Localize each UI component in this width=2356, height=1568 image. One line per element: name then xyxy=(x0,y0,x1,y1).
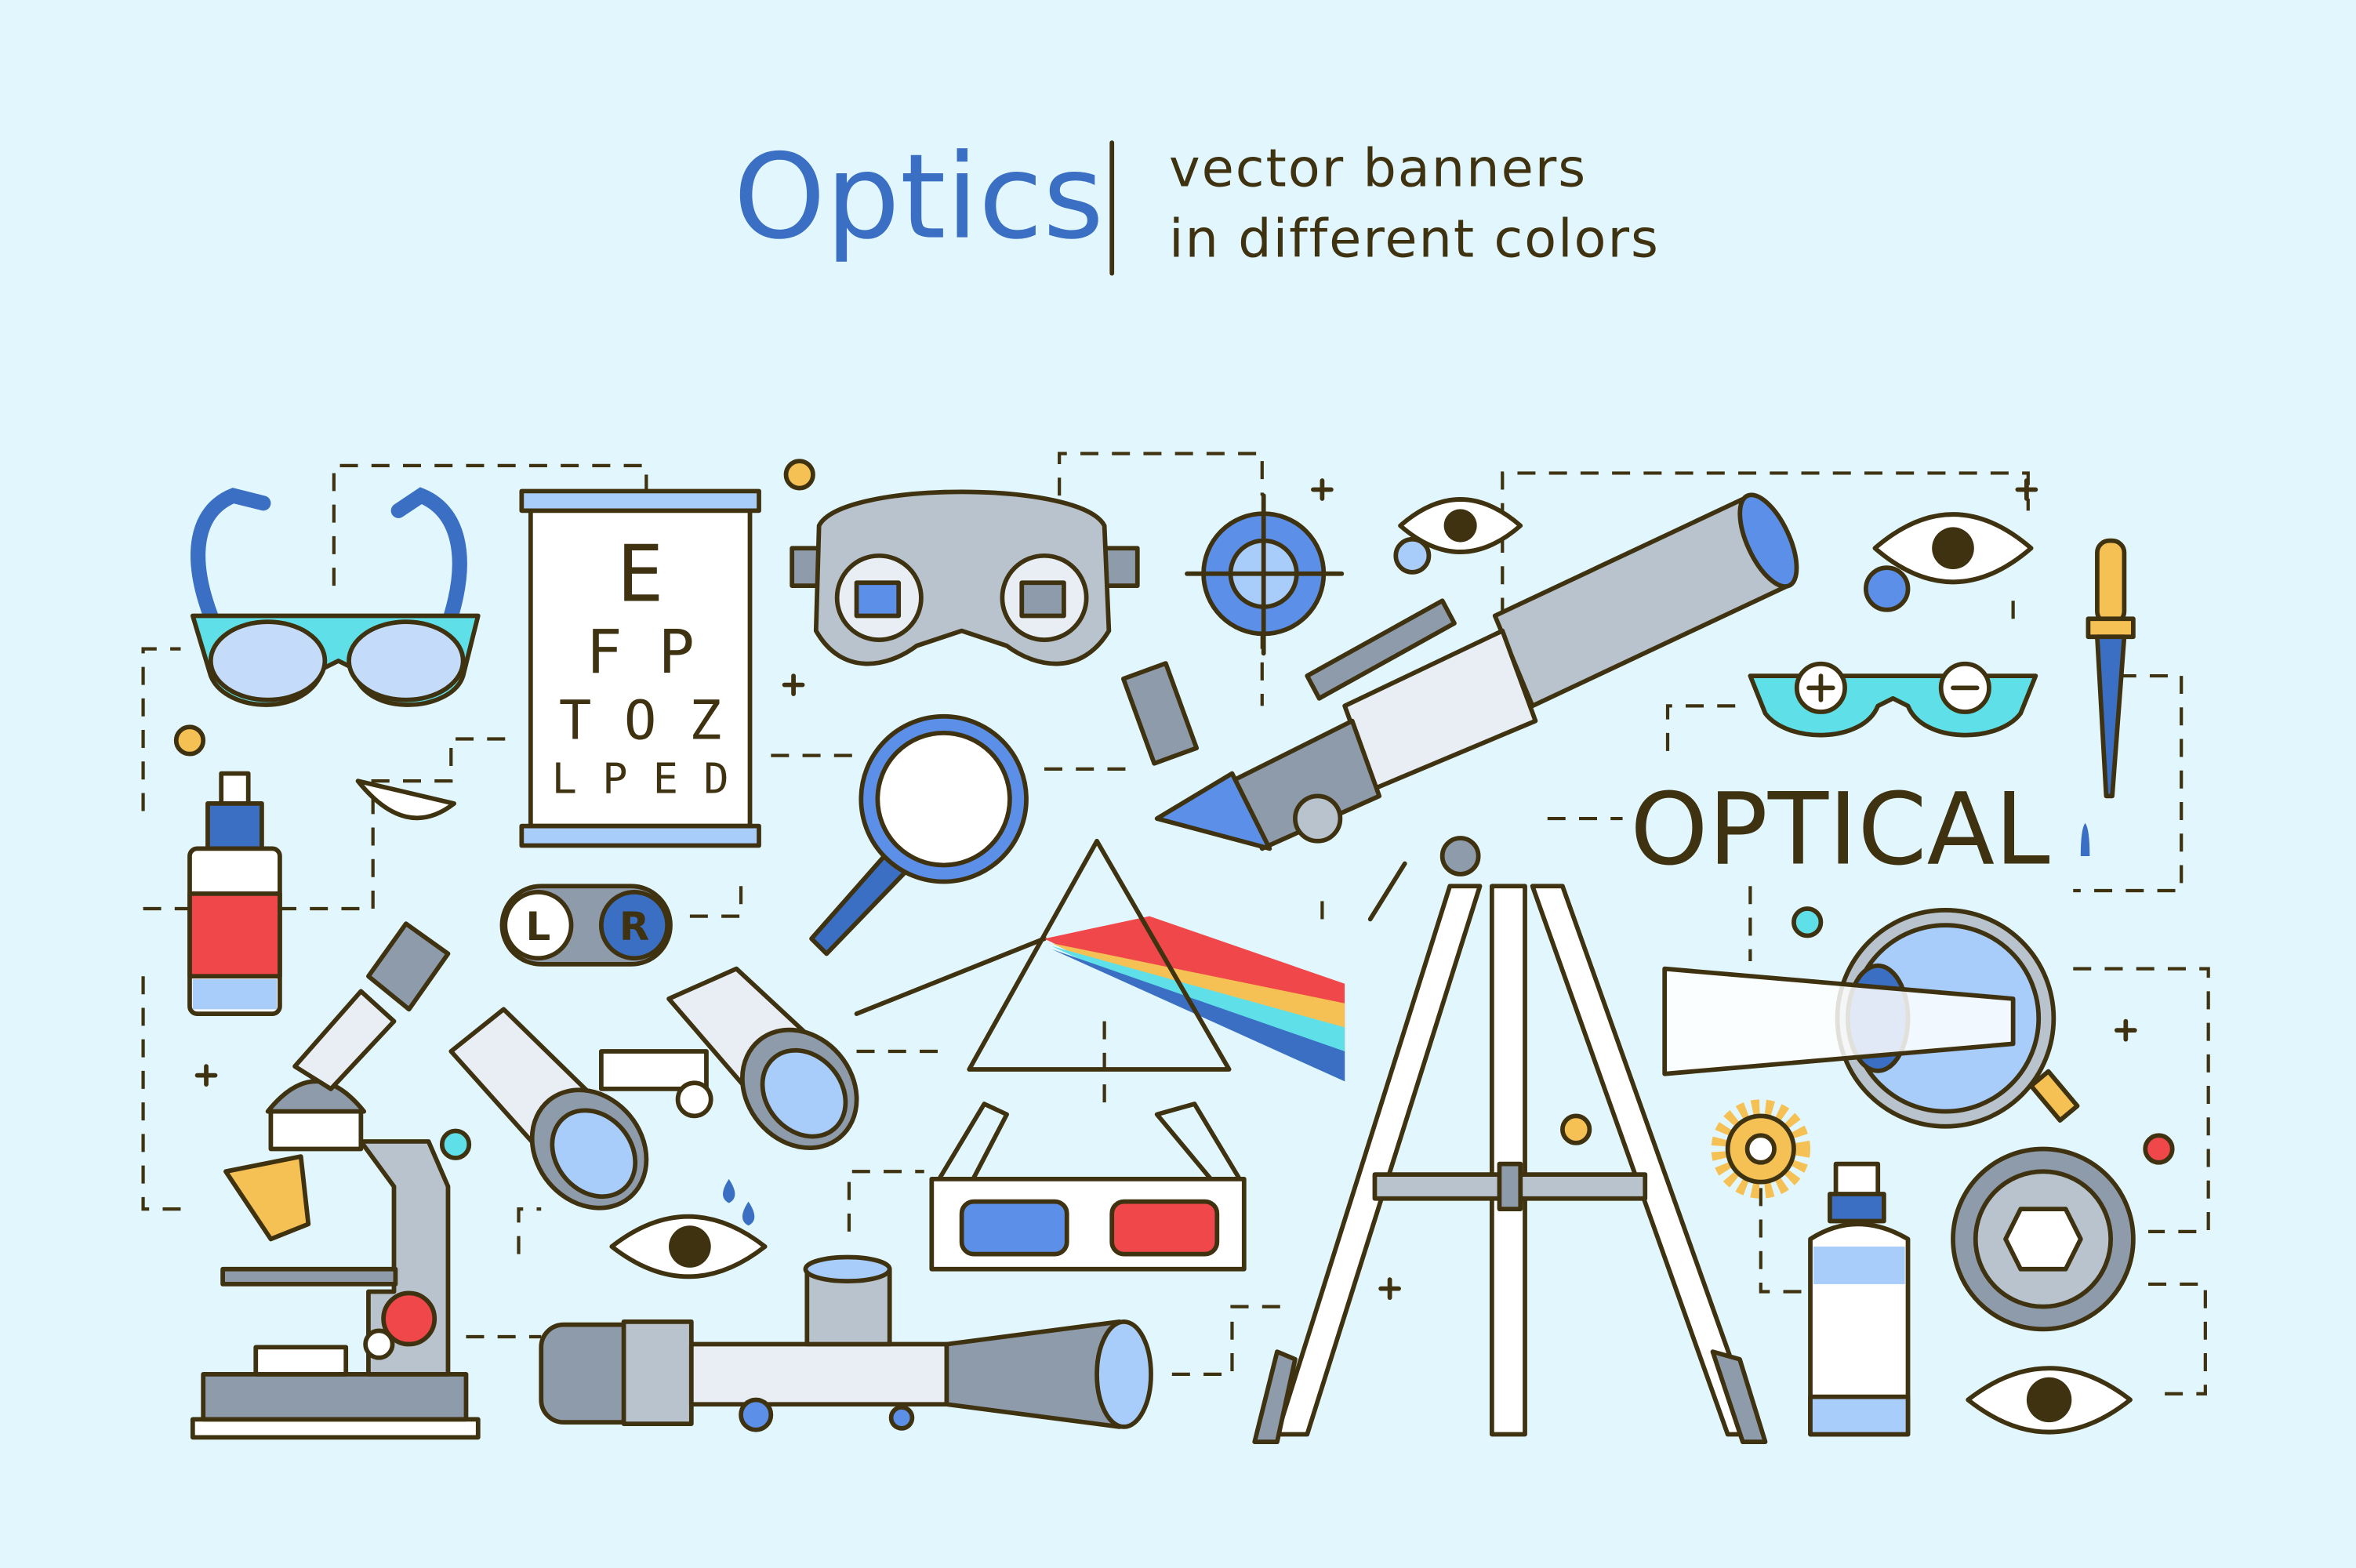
eye-dropper-icon xyxy=(2080,538,2136,856)
gear-icon xyxy=(1711,1099,1811,1199)
chart-row-4: L P E D xyxy=(552,753,729,803)
binoculars-icon xyxy=(448,966,859,1210)
eye-anatomy-icon xyxy=(1662,908,2080,1129)
lens-case-right-label: R xyxy=(619,904,649,949)
eye-chart: E F P T O Z L P E D xyxy=(519,488,761,848)
optical-label: OPTICAL xyxy=(1630,772,2049,887)
chart-row-1: E xyxy=(617,529,664,619)
chart-row-3: T O Z xyxy=(559,690,722,753)
banner-title: Optics xyxy=(733,129,1104,266)
eye-icon xyxy=(1393,497,1523,575)
rifle-scope-icon xyxy=(539,1254,1153,1432)
eye-icon xyxy=(1864,512,2034,612)
goggles-icon xyxy=(790,489,1140,666)
chart-row-2: F P xyxy=(586,618,694,688)
lens-solution-bottle-icon xyxy=(1808,1161,1911,1437)
corrective-glasses-icon xyxy=(1748,661,2038,738)
decorative-dots xyxy=(173,459,2175,1301)
contact-lens-case-icon: L R xyxy=(499,884,673,967)
eye-icon xyxy=(1966,1366,2133,1435)
telescope-icon xyxy=(1120,492,1799,1444)
contact-lens-icon xyxy=(355,779,457,821)
lens-case-left-label: L xyxy=(526,904,551,949)
camera-aperture-icon xyxy=(1951,1146,2136,1332)
target-crosshair-icon xyxy=(1185,493,1345,656)
microscope-icon xyxy=(190,921,481,1440)
eye-icon xyxy=(609,1178,768,1279)
dashed-connectors xyxy=(141,452,2210,1396)
eye-drops-bottle-icon xyxy=(187,771,282,1016)
eyeglasses-icon xyxy=(190,487,481,707)
3d-glasses-icon xyxy=(929,1102,1247,1272)
subtitle-line-2: in different colors xyxy=(1169,209,1660,270)
subtitle-line-1: vector banners xyxy=(1169,138,1587,199)
magnifying-glass-icon xyxy=(809,713,1029,956)
